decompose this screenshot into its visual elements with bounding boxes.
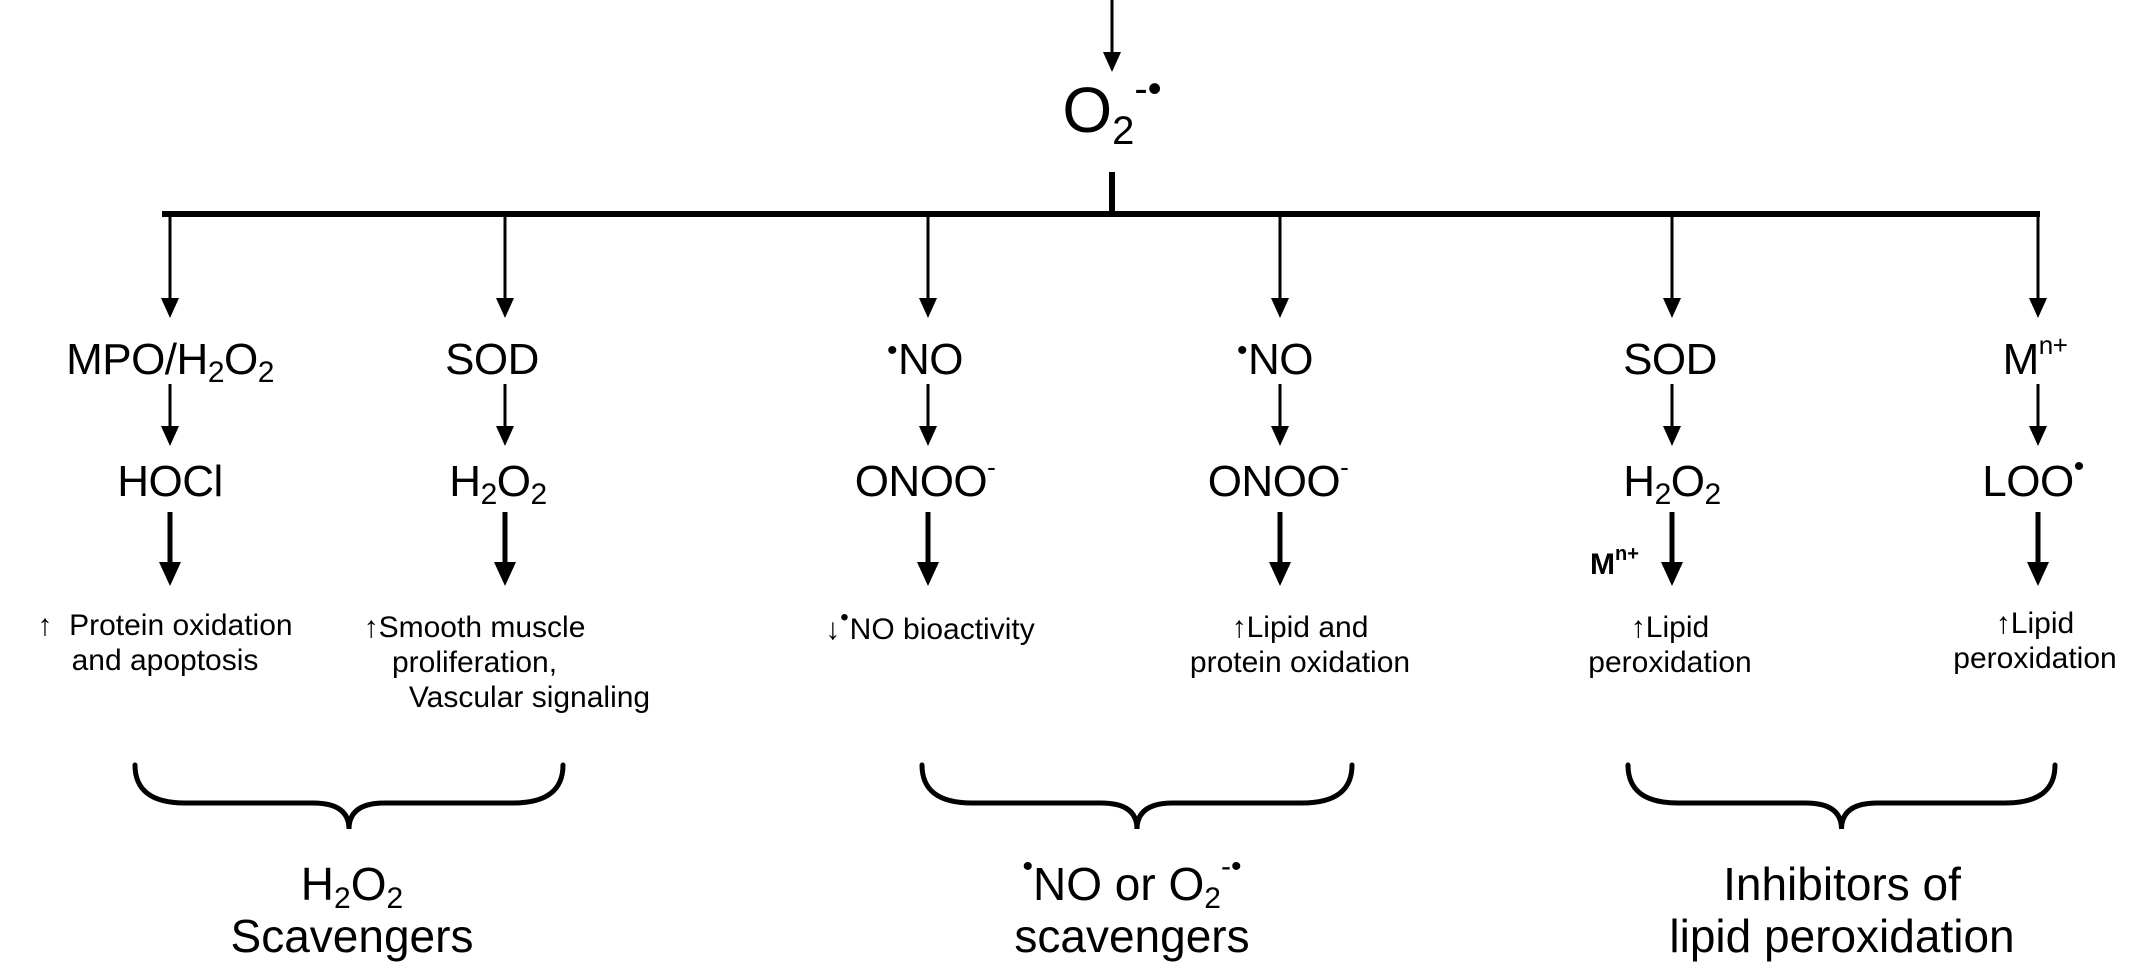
branch-1-arrow-1-head xyxy=(161,298,179,318)
branch-6-node-2: LOO• xyxy=(1982,450,2084,506)
branch-4-arrow-3-head xyxy=(1269,562,1291,586)
branch-4-node-1: •NO xyxy=(1236,334,1314,384)
branch-6-arrow-1-head xyxy=(2029,298,2047,318)
group-2-brace xyxy=(919,762,1355,830)
branch-4-arrow-2-head xyxy=(1271,426,1289,446)
root-input-arrow-head xyxy=(1103,52,1121,72)
branch-2-outcome: ↑Smooth muscle proliferation, Vascular s… xyxy=(363,611,651,714)
branch-3-outcome: ↓•NO bioactivity xyxy=(825,604,1035,647)
branch-6-node-1: Mn+ xyxy=(2002,330,2068,384)
branch-1-arrow-3-head xyxy=(159,562,181,586)
branch-2-node-1: SOD xyxy=(445,335,539,384)
branch-3-arrow-3-head xyxy=(917,562,939,586)
branch-4-node-2: ONOO- xyxy=(1207,452,1349,506)
branch-4-arrow-1-head xyxy=(1271,298,1289,318)
branch-3-arrow-2-head xyxy=(919,426,937,446)
branch-5-arrow-2-head xyxy=(1663,426,1681,446)
branch-3-node-1: •NO xyxy=(886,334,964,384)
branch-6-arrow-2-head xyxy=(2029,426,2047,446)
branch-5-node-1: SOD xyxy=(1623,335,1717,384)
branch-6-arrow-3-head xyxy=(2027,562,2049,586)
branch-5-outcome: ↑Lipid peroxidation xyxy=(1588,611,1752,679)
branch-5-arrow-1-head xyxy=(1663,298,1681,318)
branch-1-arrow-2-head xyxy=(161,426,179,446)
branch-6-outcome: ↑Lipid peroxidation xyxy=(1953,607,2117,675)
branch-5-node-2: H2O2 xyxy=(1623,457,1721,511)
branch-1-node-1: MPO/H2O2 xyxy=(66,335,274,389)
branch-3-node-2: ONOO- xyxy=(854,452,996,506)
branch-2-arrow-3-head xyxy=(494,562,516,586)
branch-5-catalyst: Mn+ xyxy=(1590,543,1639,581)
branch-3-arrow-1-head xyxy=(919,298,937,318)
branch-1-outcome: ↑ Protein oxidation and apoptosis xyxy=(37,609,293,677)
group-1-label: H2O2 Scavengers xyxy=(230,858,474,962)
branch-2-node-2: H2O2 xyxy=(449,457,547,511)
group-3-label: Inhibitors of lipid peroxidation xyxy=(1669,858,2015,962)
group-2-label: •NO or O2-• scavengers xyxy=(1014,850,1250,963)
branch-2-arrow-2-head xyxy=(496,426,514,446)
branch-1-node-2: HOCl xyxy=(117,457,223,506)
group-3-brace xyxy=(1625,762,2058,830)
root-superoxide: O2-• xyxy=(1062,67,1162,153)
branch-5-arrow-3-head xyxy=(1661,562,1683,586)
branch-2-arrow-1-head xyxy=(496,298,514,318)
group-1-brace xyxy=(132,762,566,830)
branch-4-outcome: ↑Lipid and protein oxidation xyxy=(1189,611,1411,679)
